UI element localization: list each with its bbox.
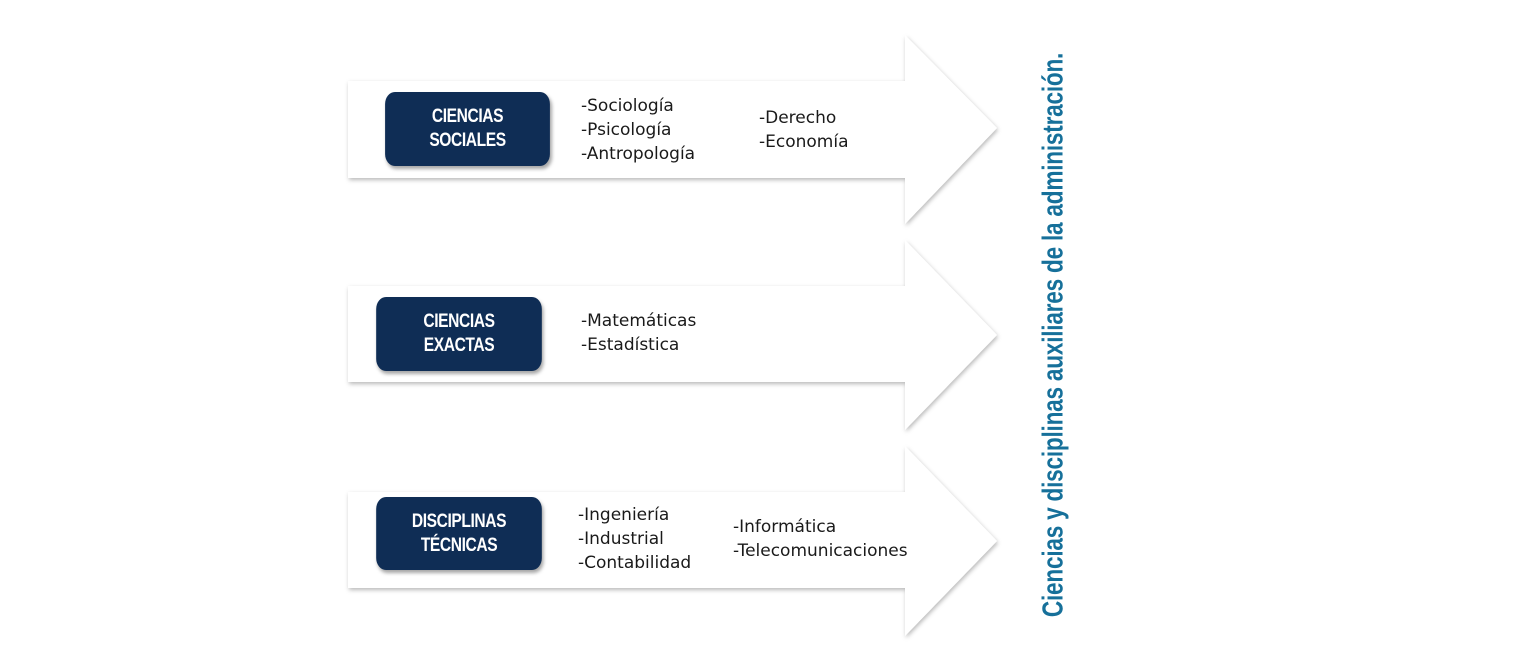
diagram-title-vertical: Ciencias y disciplinas auxiliares de la … <box>1037 52 1070 618</box>
list-item: -Informática <box>733 517 837 537</box>
arrow-sociales <box>348 35 997 224</box>
category-label-line2: SOCIALES <box>429 130 506 151</box>
category-box-disciplinas-tecnicas: DISCIPLINAS TÉCNICAS <box>376 497 542 570</box>
category-label-line1: DISCIPLINAS <box>411 510 507 532</box>
category-label-line1: CIENCIAS <box>431 106 504 127</box>
category-label-line2: TÉCNICAS <box>420 534 498 556</box>
category-box-ciencias-sociales: CIENCIAS SOCIALES <box>385 92 550 166</box>
list-item: -Derecho <box>759 108 837 128</box>
items-list-tecnicas-col1: -Ingeniería -Industrial -Contabilidad <box>578 503 691 575</box>
category-label-line2: EXACTAS <box>423 335 495 356</box>
list-item: -Ingeniería <box>578 505 670 525</box>
items-list-sociales-col1: -Sociología -Psicología -Antropología <box>581 94 695 166</box>
category-label-line1: CIENCIAS <box>423 311 495 332</box>
list-item: -Economía <box>759 132 849 152</box>
arrow-exactas <box>348 240 997 430</box>
list-item: -Telecomunicaciones <box>733 541 908 561</box>
list-item: -Sociología <box>581 96 674 116</box>
items-list-exactas-col1: -Matemáticas -Estadística <box>581 309 696 357</box>
list-item: -Psicología <box>581 120 672 140</box>
category-box-ciencias-exactas: CIENCIAS EXACTAS <box>376 297 542 371</box>
list-item: -Industrial <box>578 529 664 549</box>
list-item: -Matemáticas <box>581 311 697 331</box>
list-item: -Antropología <box>581 144 696 164</box>
items-list-sociales-col2: -Derecho -Economía <box>759 106 849 154</box>
list-item: -Contabilidad <box>578 553 692 573</box>
arrow-tecnicas <box>348 446 997 636</box>
items-list-tecnicas-col2: -Informática -Telecomunicaciones <box>733 515 908 563</box>
list-item: -Estadística <box>581 335 680 355</box>
